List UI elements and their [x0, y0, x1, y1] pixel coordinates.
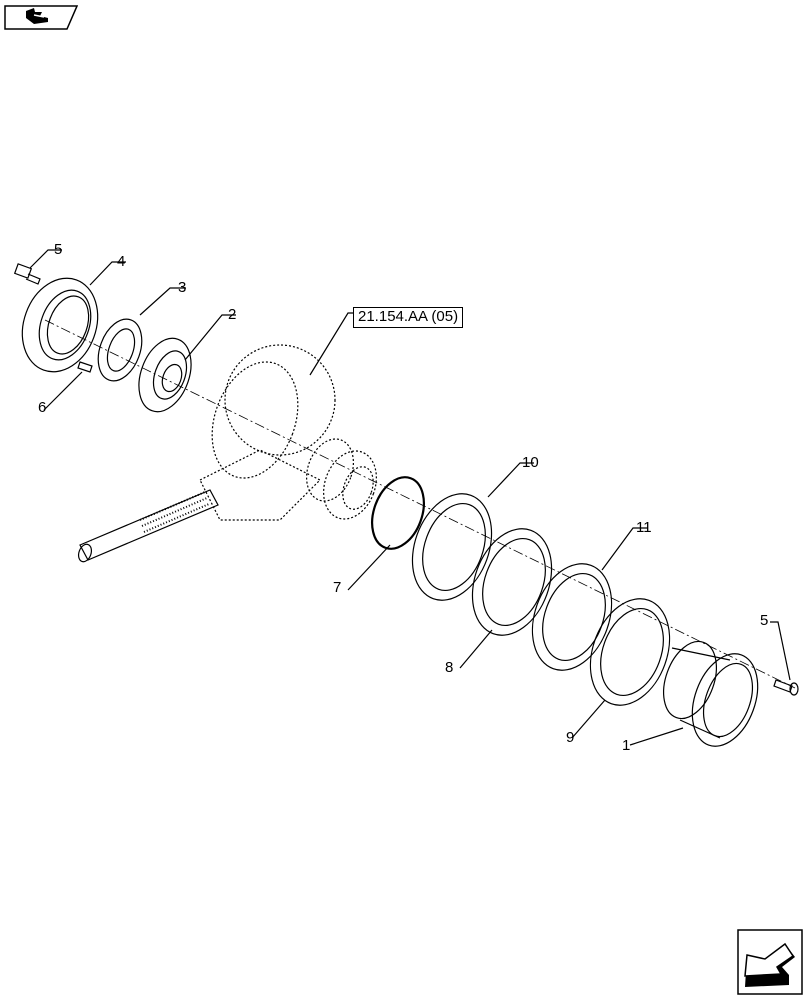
- next-page-icon: [737, 929, 803, 995]
- callout-7[interactable]: 7: [333, 579, 342, 596]
- output-shaft: [77, 489, 219, 563]
- callout-5-top[interactable]: 5: [54, 241, 63, 258]
- housing-part-1: [663, 640, 759, 747]
- callout-4[interactable]: 4: [117, 253, 126, 270]
- callout-11[interactable]: 11: [636, 519, 652, 536]
- previous-page-icon: [4, 5, 78, 30]
- reference-link[interactable]: 21.154.AA (05): [353, 307, 464, 328]
- callout-9[interactable]: 9: [566, 729, 575, 746]
- next-page-button[interactable]: [737, 929, 803, 995]
- callout-5-right[interactable]: 5: [760, 612, 769, 629]
- callout-2[interactable]: 2: [228, 306, 237, 323]
- previous-page-button[interactable]: [4, 4, 78, 30]
- callout-1[interactable]: 1: [622, 737, 631, 754]
- callout-6[interactable]: 6: [38, 399, 47, 416]
- callout-3[interactable]: 3: [178, 279, 187, 296]
- bolt-5-top: [13, 263, 41, 285]
- callout-10[interactable]: 10: [522, 454, 539, 471]
- callout-8[interactable]: 8: [445, 659, 454, 676]
